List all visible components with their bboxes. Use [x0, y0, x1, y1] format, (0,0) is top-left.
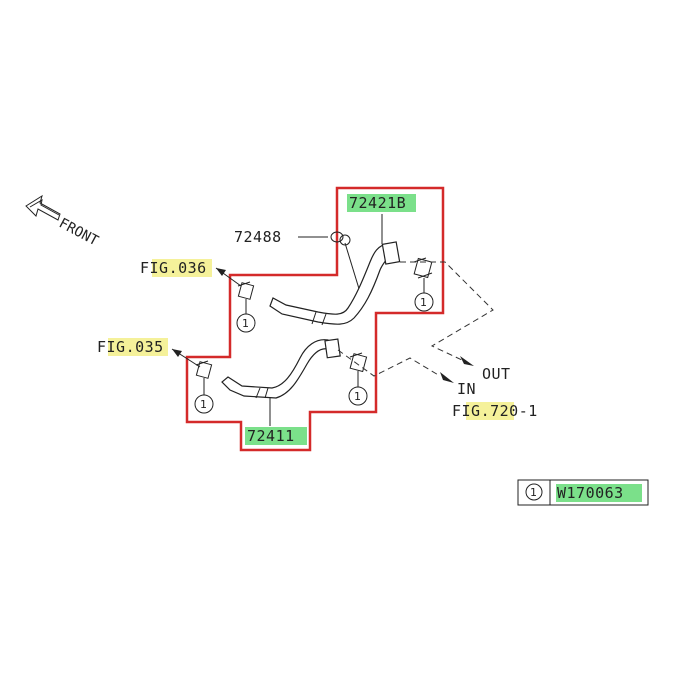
fig-lower-label: FIG.035	[97, 338, 164, 356]
clamp-upper-right-icon	[413, 257, 433, 279]
front-arrow-icon	[25, 194, 61, 221]
front-label: FRONT	[56, 215, 101, 249]
callout-circle: 1	[414, 292, 434, 312]
lower-hose-marker-2	[264, 387, 269, 399]
fig-upper-label: FIG.036	[140, 259, 207, 277]
fig-upper-highlight	[152, 259, 212, 277]
upper-hose	[269, 243, 393, 325]
svg-text:1: 1	[354, 390, 361, 403]
callout-circle: 1	[348, 386, 368, 406]
part-lower-highlight	[245, 427, 307, 445]
legend-part-highlight	[556, 484, 642, 502]
in-arrow-icon	[440, 372, 454, 383]
clamp-lower-right-icon	[349, 352, 368, 373]
legend-symbol: 1	[530, 486, 537, 499]
lower-hose-end	[324, 338, 341, 359]
clamp-upper-left-icon	[237, 281, 255, 300]
lower-hose	[221, 339, 332, 399]
part-upper-highlight	[347, 194, 416, 212]
callout-circle: 1	[236, 313, 256, 333]
out-label: OUT	[482, 365, 511, 383]
callout-circle: 1	[194, 394, 214, 414]
legend-box: 1 W170063	[517, 479, 649, 506]
fig-ref-highlight	[466, 402, 514, 420]
fig-ref-label: FIG.720-1	[452, 402, 538, 420]
part-lower-label: 72411	[247, 427, 295, 445]
svg-text:1: 1	[200, 398, 207, 411]
legend-part-label: W170063	[557, 484, 624, 502]
part-upper-label: 72421B	[349, 194, 406, 212]
upper-hose-end	[381, 241, 401, 265]
upper-hose-marker	[311, 311, 317, 325]
clamp-lower-left-icon	[195, 360, 213, 379]
fig-upper-arrow-icon	[216, 268, 226, 276]
fig-lower-arrow-icon	[172, 349, 182, 357]
out-dashed-line	[400, 261, 494, 361]
clamp-72488-icon	[330, 231, 351, 246]
in-label: IN	[457, 380, 476, 398]
lower-hose-marker	[255, 387, 261, 399]
in-dashed-line	[337, 349, 441, 377]
clamp-to-hose-leader	[344, 242, 361, 293]
part-clamp-label: 72488	[234, 228, 282, 246]
svg-text:1: 1	[420, 296, 427, 309]
out-arrow-icon	[460, 356, 474, 366]
upper-hose-outline	[185, 186, 445, 452]
svg-text:1: 1	[242, 317, 249, 330]
fig-lower-highlight	[108, 338, 168, 356]
upper-hose-marker-2	[321, 313, 327, 326]
